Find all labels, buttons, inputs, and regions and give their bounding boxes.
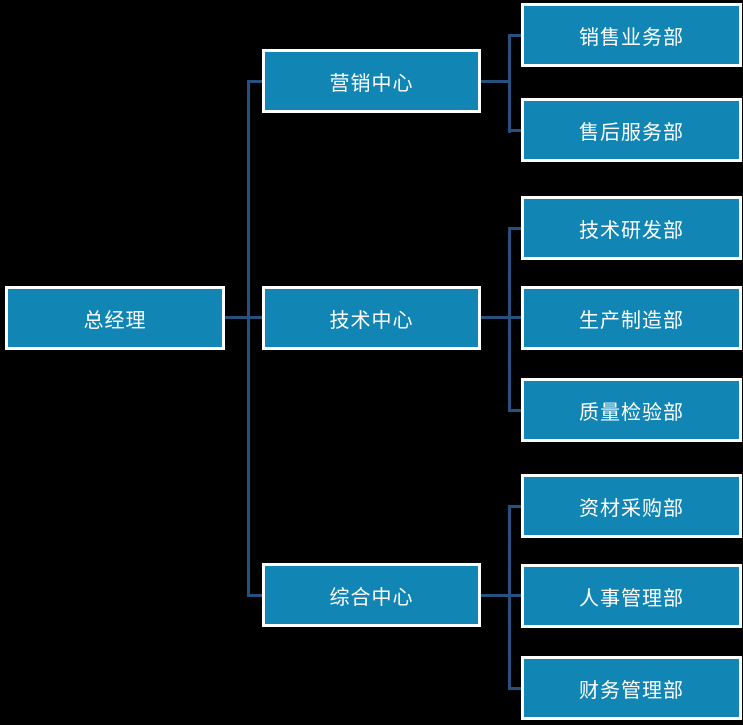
node-label: 技术研发部 [579,217,684,242]
connector-general-affairs-to-trunk [481,594,521,597]
connector-to-tech-rnd [508,227,521,230]
node-label: 生产制造部 [579,307,684,332]
node-label: 资材采购部 [579,495,684,520]
connector-general-affairs-trunk [508,505,511,690]
connector-left-trunk [247,80,250,597]
connector-to-quality-inspection [508,409,521,412]
node-label: 总经理 [83,307,147,332]
connector-to-after-sales-service [508,129,521,132]
node-production-manufacturing-dept[interactable]: 生产制造部 [521,286,742,350]
node-label: 营销中心 [329,70,414,95]
node-sales-business-dept[interactable]: 销售业务部 [521,3,742,67]
node-hr-management-dept[interactable]: 人事管理部 [521,564,742,628]
node-label: 销售业务部 [579,24,684,49]
node-label: 人事管理部 [579,585,684,610]
node-marketing-center[interactable]: 营销中心 [262,49,481,113]
connector-trunk-to-marketing [247,80,262,83]
node-quality-inspection-dept[interactable]: 质量检验部 [521,378,742,442]
node-finance-management-dept[interactable]: 财务管理部 [521,656,742,720]
connector-technology-to-trunk [481,316,521,319]
node-label: 质量检验部 [579,399,684,424]
node-label: 技术中心 [329,307,414,332]
connector-technology-trunk [508,227,511,412]
connector-to-materials-procurement [508,505,521,508]
node-technology-center[interactable]: 技术中心 [262,286,481,350]
node-general-affairs-center[interactable]: 综合中心 [262,563,481,627]
connector-to-sales-business [508,34,521,37]
node-after-sales-service-dept[interactable]: 售后服务部 [521,98,742,162]
node-label: 售后服务部 [579,119,684,144]
connector-root-to-trunk [225,316,262,319]
connector-to-finance-management [508,687,521,690]
connector-marketing-to-trunk [481,80,510,83]
node-label: 综合中心 [329,584,414,609]
connector-marketing-trunk [508,34,511,133]
node-general-manager[interactable]: 总经理 [5,286,225,350]
node-materials-procurement-dept[interactable]: 资材采购部 [521,474,742,538]
node-tech-rnd-dept[interactable]: 技术研发部 [521,196,742,260]
node-label: 财务管理部 [579,677,684,702]
connector-trunk-to-general-affairs [247,594,262,597]
